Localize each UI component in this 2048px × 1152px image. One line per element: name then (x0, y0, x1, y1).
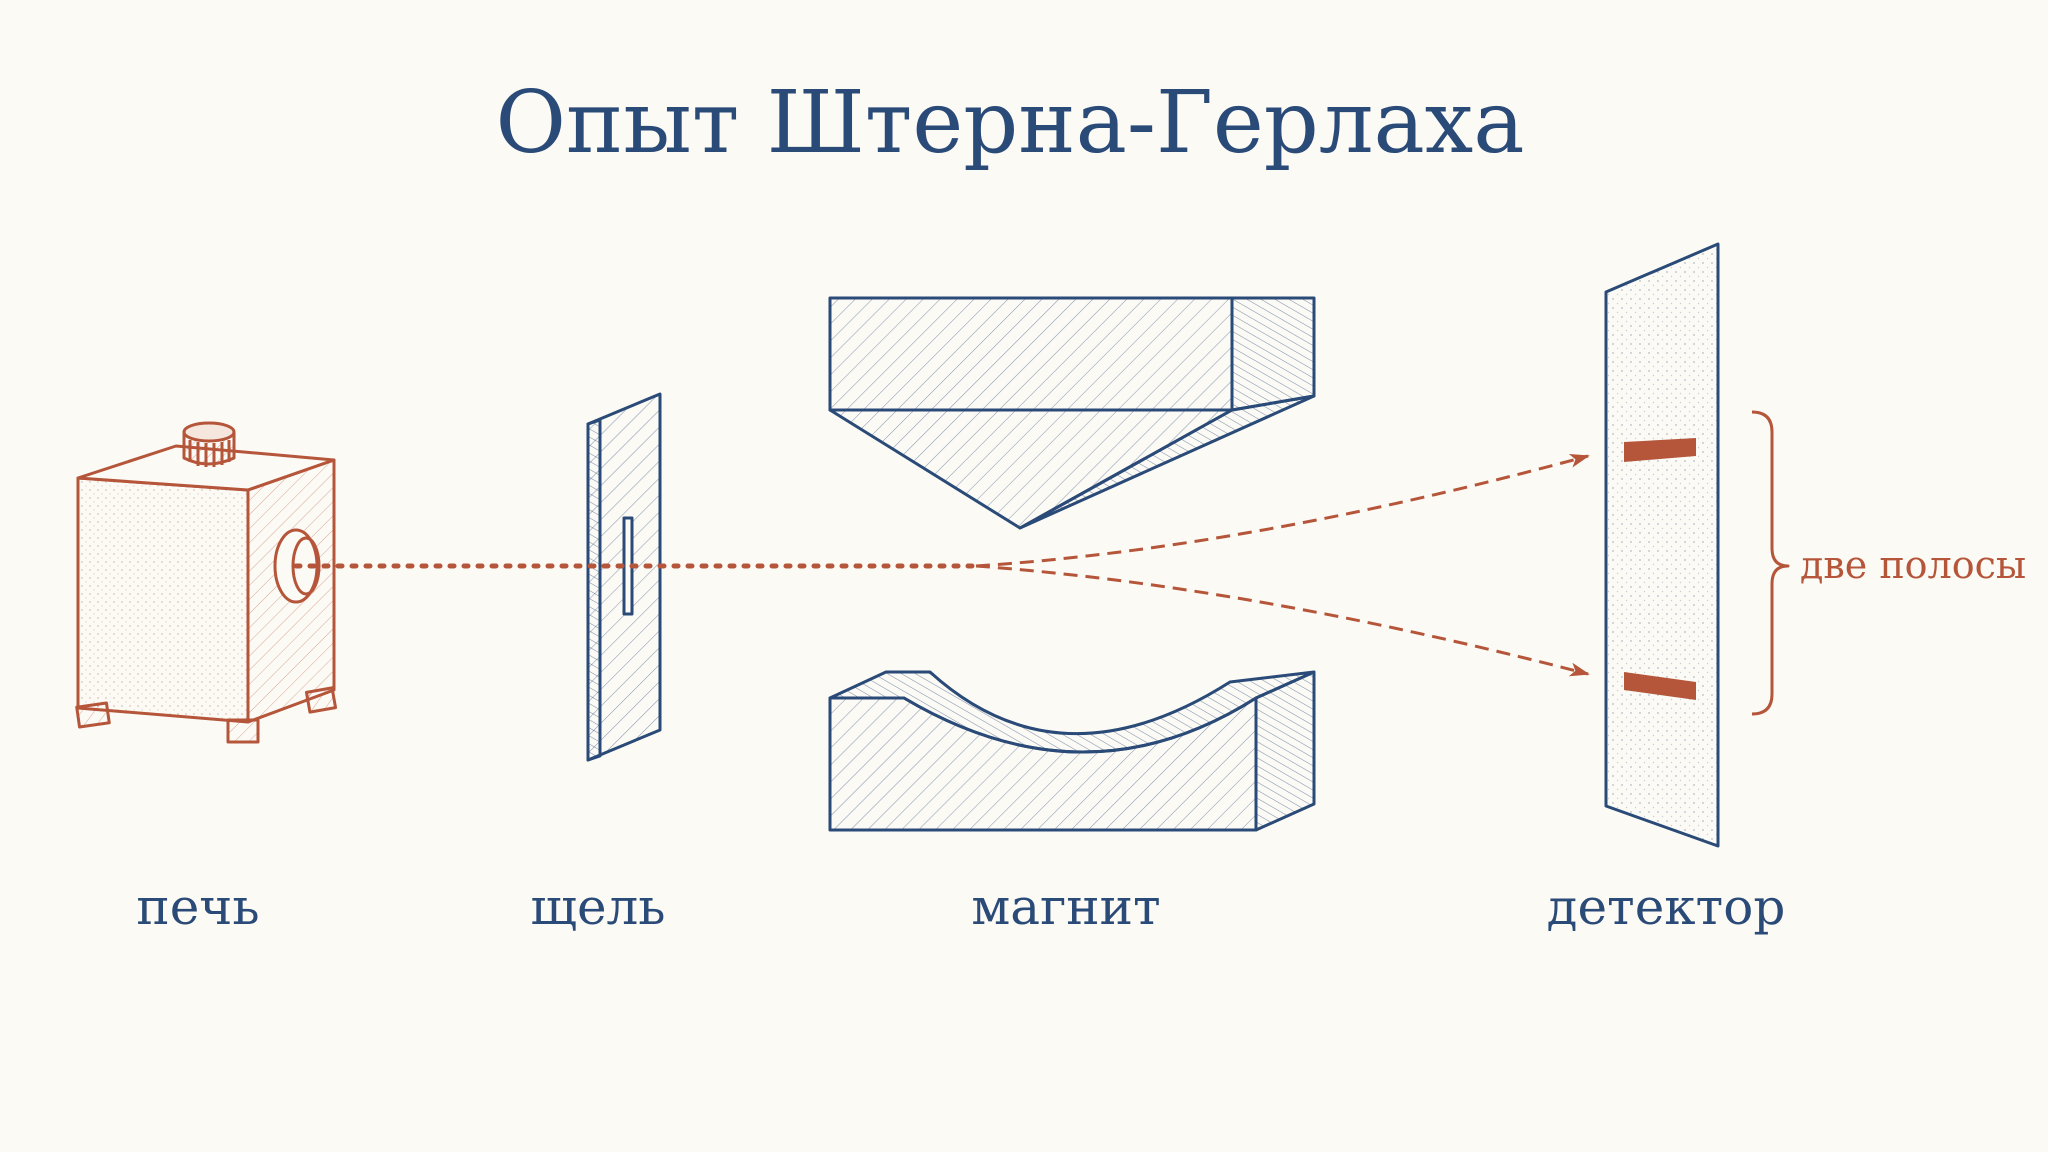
label-detector: детектор (1547, 878, 1786, 936)
label-magnet: магнит (971, 878, 1160, 936)
detector-screen (1604, 242, 1720, 848)
slit-plate (586, 392, 662, 762)
atom-beam (293, 453, 1590, 677)
magnet-lower-pole (828, 670, 1316, 832)
two-bands-annotation: две полосы (1800, 543, 2026, 587)
label-slit: щель (530, 878, 665, 936)
magnet-upper-pole (828, 296, 1316, 530)
oven-knob (182, 421, 236, 467)
oven-illustration (75, 421, 338, 744)
detector-mark-upper (1624, 438, 1696, 462)
page-title: Опыт Штерна-Герлаха (495, 73, 1524, 173)
two-bands-brace (1751, 410, 1790, 716)
beam-lower-deflected (975, 564, 1590, 677)
beam-upper-deflected (975, 453, 1590, 568)
detector-mark-lower (1624, 672, 1696, 700)
label-oven: печь (136, 878, 259, 936)
